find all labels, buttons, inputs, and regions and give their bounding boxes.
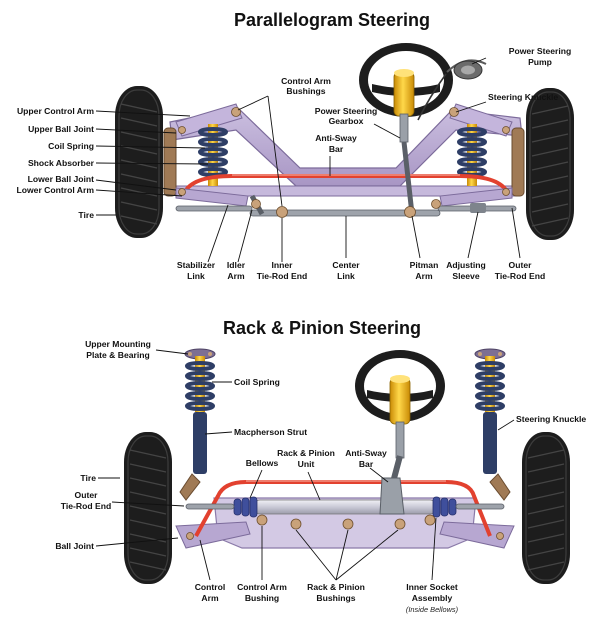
label-power-steering-pump-2: Pump <box>528 57 552 67</box>
label-adjusting-sleeve-1: Adjusting <box>446 260 486 270</box>
label-inner-socket-assembly-3: (Inside Bellows) <box>406 605 459 614</box>
label-upper-mounting-plate-1: Upper Mounting <box>85 339 151 349</box>
coil-spring-right-top <box>457 124 487 186</box>
tire-left-bottom <box>123 431 173 585</box>
label-stabilizer-link-2: Link <box>187 271 205 281</box>
label-anti-sway-bar-top-2: Bar <box>329 144 344 154</box>
label-steering-knuckle-bottom: Steering Knuckle <box>516 414 586 424</box>
label-ball-joint: Ball Joint <box>55 541 94 551</box>
tire-right-top <box>525 87 575 241</box>
label-outer-tie-rod-end-top-1: Outer <box>509 260 533 270</box>
label-rack-pinion-bushings-1: Rack & Pinion <box>307 582 365 592</box>
anti-sway-bar-top <box>184 174 508 192</box>
label-inner-tie-rod-end-1: Inner <box>271 260 293 270</box>
label-idler-arm-1: Idler <box>227 260 246 270</box>
label-control-arm-bushings-2: Bushings <box>286 86 325 96</box>
label-control-arm-bushing-1: Control Arm <box>237 582 287 592</box>
label-lower-ball-joint: Lower Ball Joint <box>28 174 95 184</box>
label-idler-arm-2: Arm <box>227 271 245 281</box>
control-arm-left-bottom <box>175 521 251 549</box>
label-rack-pinion-bushings-2: Bushings <box>316 593 355 603</box>
knuckle-right-top <box>511 127 525 197</box>
pinion-housing <box>379 477 405 515</box>
label-tire-top: Tire <box>78 210 94 220</box>
label-outer-tie-rod-end-top-2: Tie-Rod End <box>495 271 545 281</box>
tire-left-top <box>114 85 164 239</box>
bellows-right <box>432 496 457 518</box>
label-pitman-arm-2: Arm <box>415 271 433 281</box>
pitman-arm <box>401 141 415 215</box>
label-anti-sway-bar-bottom-2: Bar <box>359 459 374 469</box>
label-power-steering-gearbox-2: Gearbox <box>329 116 364 126</box>
label-tire-bottom: Tire <box>80 473 96 483</box>
label-macpherson-strut: Macpherson Strut <box>234 427 307 437</box>
label-upper-control-arm: Upper Control Arm <box>17 106 94 116</box>
knuckle-left-top <box>163 127 177 197</box>
label-control-arm-2: Arm <box>201 593 219 603</box>
control-arm-right-bottom <box>439 521 515 549</box>
label-steering-knuckle-top: Steering Knuckle <box>488 92 558 102</box>
label-rack-pinion-unit-2: Unit <box>298 459 315 469</box>
label-inner-tie-rod-end-2: Tie-Rod End <box>257 271 307 281</box>
label-center-link-1: Center <box>332 260 360 270</box>
bellows-left <box>233 496 258 518</box>
label-shock-absorber: Shock Absorber <box>28 158 95 168</box>
tie-rod-left-top <box>175 205 253 212</box>
steering-column-top <box>393 69 415 143</box>
label-lower-control-arm: Lower Control Arm <box>16 185 94 195</box>
rack-pinion-section: Rack & Pinion Steering <box>55 318 586 614</box>
bushings-bottom <box>186 514 504 540</box>
adjusting-sleeve-top <box>470 203 486 213</box>
label-power-steering-pump-1: Power Steering <box>509 46 572 56</box>
label-coil-spring-top: Coil Spring <box>48 141 94 151</box>
label-coil-spring-bottom: Coil Spring <box>234 377 280 387</box>
label-adjusting-sleeve-2: Sleeve <box>452 271 479 281</box>
label-bellows: Bellows <box>246 458 279 468</box>
power-steering-pump <box>417 59 487 121</box>
label-upper-mounting-plate-2: Plate & Bearing <box>86 350 150 360</box>
label-control-arm-bushing-2: Bushing <box>245 593 279 603</box>
parallelogram-section: Parallelogram Steering <box>16 10 575 281</box>
label-rack-pinion-unit-1: Rack & Pinion <box>277 448 335 458</box>
label-inner-socket-assembly-1: Inner Socket <box>406 582 458 592</box>
label-anti-sway-bar-bottom-1: Anti-Sway <box>345 448 387 458</box>
label-center-link-2: Link <box>337 271 355 281</box>
bolts-top <box>178 107 510 218</box>
label-pitman-arm-1: Pitman <box>410 260 439 270</box>
tie-rod-left-bottom <box>185 503 235 510</box>
steering-column-bottom <box>389 375 411 487</box>
label-anti-sway-bar-top-1: Anti-Sway <box>315 133 357 143</box>
leader-lines-top <box>95 57 521 263</box>
label-inner-socket-assembly-2: Assembly <box>412 593 453 603</box>
tire-right-bottom <box>521 431 571 585</box>
leader-lines-bottom <box>95 349 515 581</box>
label-outer-tie-rod-end-bottom-1: Outer <box>75 490 99 500</box>
center-link-top <box>249 209 441 217</box>
coil-spring-left-top <box>198 124 228 186</box>
label-stabilizer-link-1: Stabilizer <box>177 260 216 270</box>
label-outer-tie-rod-end-bottom-2: Tie-Rod End <box>61 501 111 511</box>
strut-right <box>474 348 511 501</box>
anti-sway-bar-bottom <box>194 480 492 537</box>
label-control-arm-1: Control <box>195 582 226 592</box>
label-upper-ball-joint: Upper Ball Joint <box>28 124 94 134</box>
tie-rod-right-bottom <box>455 503 505 510</box>
rack-tube <box>253 499 437 515</box>
parallelogram-title: Parallelogram Steering <box>234 10 430 30</box>
label-power-steering-gearbox-1: Power Steering <box>315 106 378 116</box>
strut-left <box>179 348 216 501</box>
label-control-arm-bushings-1: Control Arm <box>281 76 331 86</box>
rack-pinion-title: Rack & Pinion Steering <box>223 318 421 338</box>
